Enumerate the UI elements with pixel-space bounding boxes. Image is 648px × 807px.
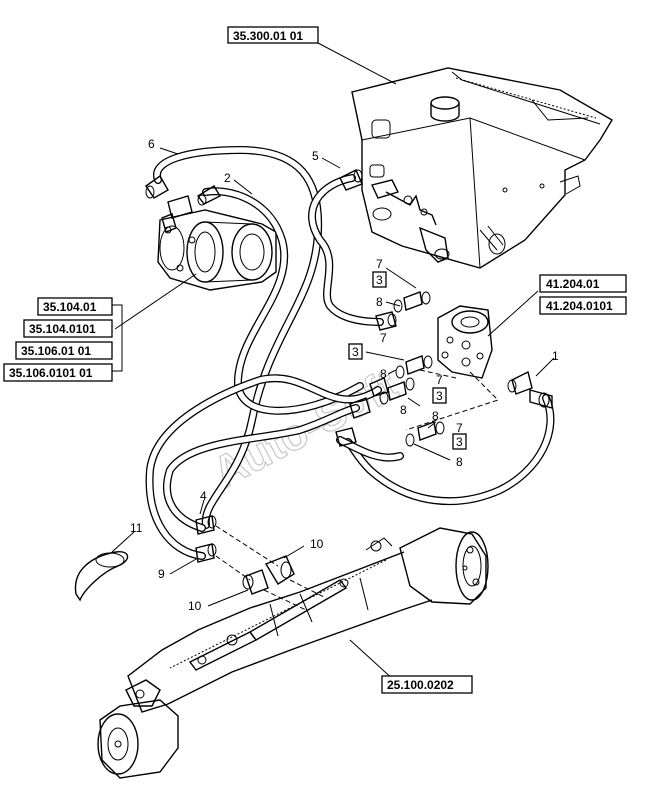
ref-box-pump-1-label: 35.104.01	[43, 300, 97, 314]
ref-box-valve-1[interactable]: 41.204.01	[539, 274, 627, 293]
callout-clamp-11: 11	[130, 521, 143, 535]
ref-box-pump-1[interactable]: 35.104.01	[37, 297, 113, 316]
callout-elbow-10b: 10	[188, 599, 202, 613]
hoses	[145, 146, 555, 560]
callout-fitting-7a: 7	[376, 257, 383, 271]
callout-box-3c	[432, 387, 447, 404]
ref-box-tank-label: 35.300.01 01	[233, 29, 303, 43]
callout-seal-8b: 8	[380, 367, 387, 381]
hydraulic-tank	[351, 67, 613, 269]
callout-fitting-3a: 3	[376, 273, 383, 287]
ref-box-tank[interactable]: 35.300.01 01	[227, 26, 319, 44]
callout-fitting-7b: 7	[380, 331, 387, 345]
callout-hose-2: 2	[224, 171, 231, 185]
callout-box-3a	[372, 271, 387, 288]
ref-box-pump-3[interactable]: 35.106.01 01	[15, 341, 113, 360]
callouts: 6 2 5 7 3 8 3 7 8 7 3 8 7 3 8 8 1 4 11 9…	[130, 137, 559, 613]
callout-box-3d	[452, 433, 467, 450]
callout-seal-8e: 8	[456, 455, 463, 469]
reference-boxes: 35.300.01 01 41.204.01 41.204.0101 35.10…	[3, 26, 627, 694]
callout-hose-6: 6	[148, 137, 155, 151]
steering-axle	[97, 527, 489, 779]
ref-box-valve-1-label: 41.204.01	[546, 277, 600, 291]
callout-fitting-3c: 3	[436, 389, 443, 403]
hydraulic-pump	[157, 195, 277, 291]
callout-fitting-7d: 7	[456, 421, 463, 435]
callout-hose-1: 1	[552, 349, 559, 363]
ref-box-pump-2[interactable]: 35.104.0101	[23, 319, 113, 338]
ref-box-pump-4[interactable]: 35.106.0101 01	[3, 363, 113, 382]
callout-fitting-3d: 3	[456, 435, 463, 449]
leader-lines	[111, 42, 555, 683]
callout-fitting-7c: 7	[436, 373, 443, 387]
callout-seal-8a: 8	[376, 295, 383, 309]
ref-box-pump-3-label: 35.106.01 01	[21, 344, 91, 358]
callout-fitting-3b: 3	[352, 345, 359, 359]
callout-hose-5: 5	[312, 149, 319, 163]
callout-seal-8c: 8	[432, 409, 439, 423]
callout-hose-4: 4	[200, 489, 207, 503]
callout-elbow-10a: 10	[310, 537, 324, 551]
callout-seal-8d: 8	[400, 403, 407, 417]
callout-hose-9: 9	[158, 567, 165, 581]
ref-box-pump-2-label: 35.104.0101	[29, 322, 96, 336]
ref-box-valve-2[interactable]: 41.204.0101	[539, 296, 627, 315]
hose-fittings	[74, 169, 553, 611]
ref-box-valve-2-label: 41.204.0101	[546, 299, 613, 313]
callout-box-3b	[348, 343, 363, 360]
ref-box-axle[interactable]: 25.100.0202	[381, 675, 473, 694]
steering-valve	[405, 305, 499, 431]
ref-box-pump-4-label: 35.106.0101 01	[9, 366, 93, 380]
ref-box-axle-label: 25.100.0202	[387, 678, 454, 692]
